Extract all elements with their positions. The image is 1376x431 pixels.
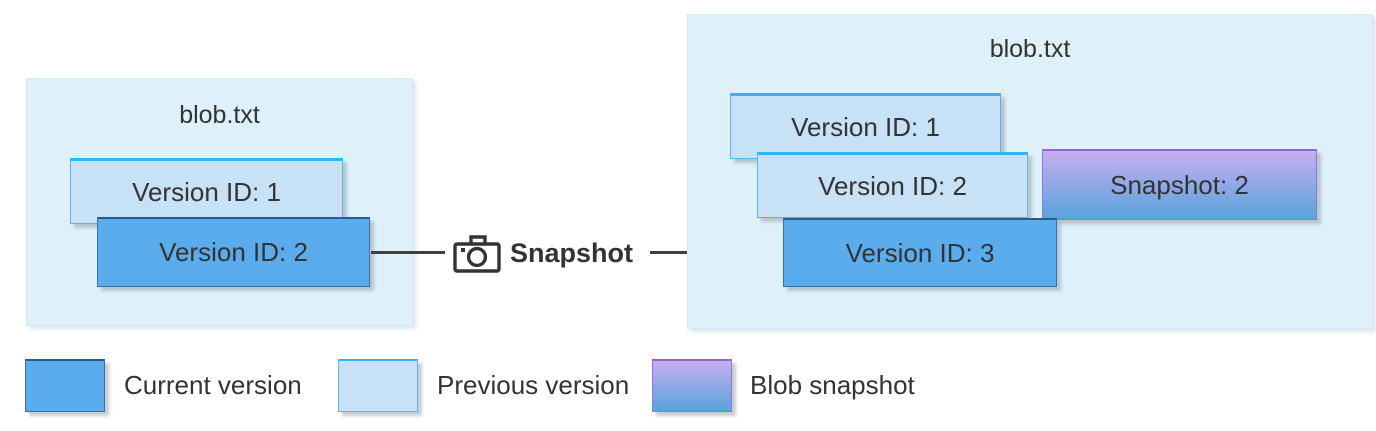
- legend-swatch-current: [25, 359, 105, 412]
- right-version-box-3: Version ID: 3: [783, 218, 1057, 287]
- left-version-box-1: Version ID: 1: [70, 158, 343, 224]
- legend-label-current: Current version: [124, 370, 302, 400]
- legend-swatch-previous: [338, 359, 418, 412]
- left-version-box-2: Version ID: 2: [97, 217, 370, 287]
- legend-label-snapshot: Blob snapshot: [750, 370, 915, 400]
- left-panel-title: blob.txt: [179, 101, 260, 129]
- right-version-box-2: Version ID: 2: [757, 152, 1028, 218]
- version-label: Version ID: 1: [132, 176, 281, 207]
- version-label: Version ID: 2: [159, 237, 308, 267]
- legend-swatch-snapshot: [652, 359, 732, 412]
- camera-icon: [451, 232, 503, 279]
- version-label: Version ID: 1: [791, 111, 940, 142]
- snapshot-box: Snapshot: 2: [1042, 149, 1317, 220]
- snapshot-action-label: Snapshot: [510, 238, 634, 268]
- snapshot-box-label: Snapshot: 2: [1110, 169, 1249, 200]
- arrow-line-left: [371, 251, 445, 254]
- right-version-box-1: Version ID: 1: [730, 93, 1001, 159]
- version-label: Version ID: 2: [818, 170, 967, 201]
- right-panel-title: blob.txt: [989, 35, 1071, 63]
- version-label: Version ID: 3: [845, 237, 995, 268]
- legend-label-previous: Previous version: [437, 370, 630, 400]
